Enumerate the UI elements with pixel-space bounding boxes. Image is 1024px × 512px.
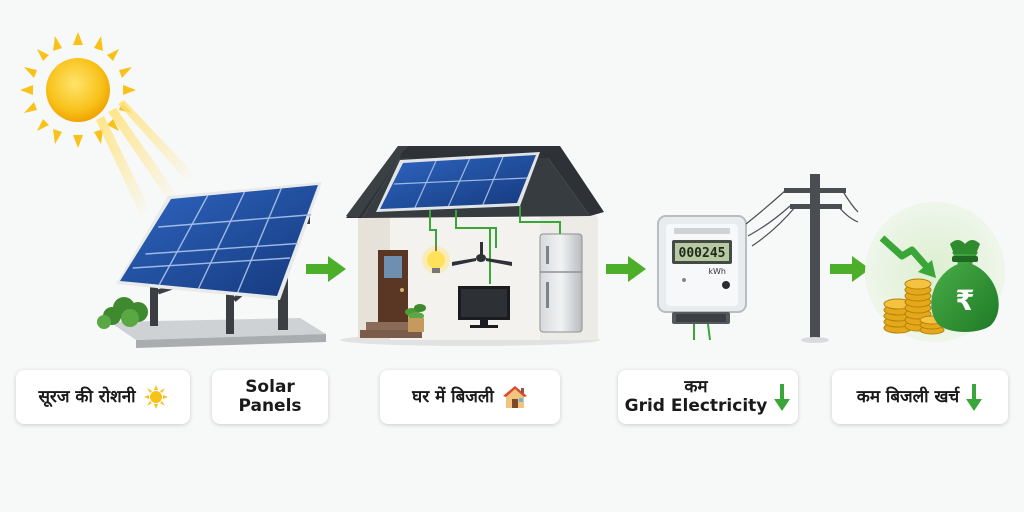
label-solar-panels-line1: Solar: [245, 377, 295, 397]
rupee-symbol: ₹: [955, 284, 974, 317]
label-grid: कम Grid Electricity: [618, 370, 798, 424]
label-solar-panels-line2: Panels: [238, 396, 302, 416]
label-home-text: घर में बिजली: [412, 386, 494, 407]
label-home: घर में बिजली: [380, 370, 560, 424]
label-grid-line2: Grid Electricity: [624, 396, 768, 416]
down-arrow-icon: [774, 384, 791, 411]
utility-pole: [745, 174, 859, 343]
money-bag-icon: ₹: [931, 240, 999, 332]
house-illustration: [340, 146, 604, 346]
meter-reading: 000245: [679, 246, 726, 261]
sun-icon: [20, 32, 136, 148]
falling-trend-icon: [879, 235, 936, 278]
sun-beams: [96, 100, 195, 214]
electric-meter: 000245 kWh: [657, 215, 747, 341]
label-savings: कम बिजली खर्च: [832, 370, 1008, 424]
down-arrow-icon: [966, 384, 983, 411]
solar-panel-array: [97, 182, 326, 348]
tv-icon: [458, 286, 510, 328]
label-grid-line1: कम: [684, 377, 708, 397]
house-icon: [502, 386, 527, 408]
savings-illustration: ₹: [865, 202, 1005, 342]
label-savings-text: कम बिजली खर्च: [856, 386, 960, 407]
ceiling-fan-icon: [452, 242, 512, 266]
light-bulb-icon: [422, 246, 450, 274]
meter-unit: kWh: [708, 267, 726, 276]
label-sunlight-text: सूरज की रोशनी: [38, 386, 136, 407]
flow-arrow-1: [306, 256, 346, 282]
plant-icon: [405, 304, 426, 332]
flow-arrow-2: [606, 256, 646, 282]
label-sunlight: सूरज की रोशनी: [16, 370, 190, 424]
label-solar-panels: Solar Panels: [212, 370, 328, 424]
refrigerator-icon: [539, 233, 583, 333]
sun-icon: [143, 385, 168, 409]
flow-arrow-3: [830, 256, 870, 282]
bush-icon: [97, 297, 148, 329]
